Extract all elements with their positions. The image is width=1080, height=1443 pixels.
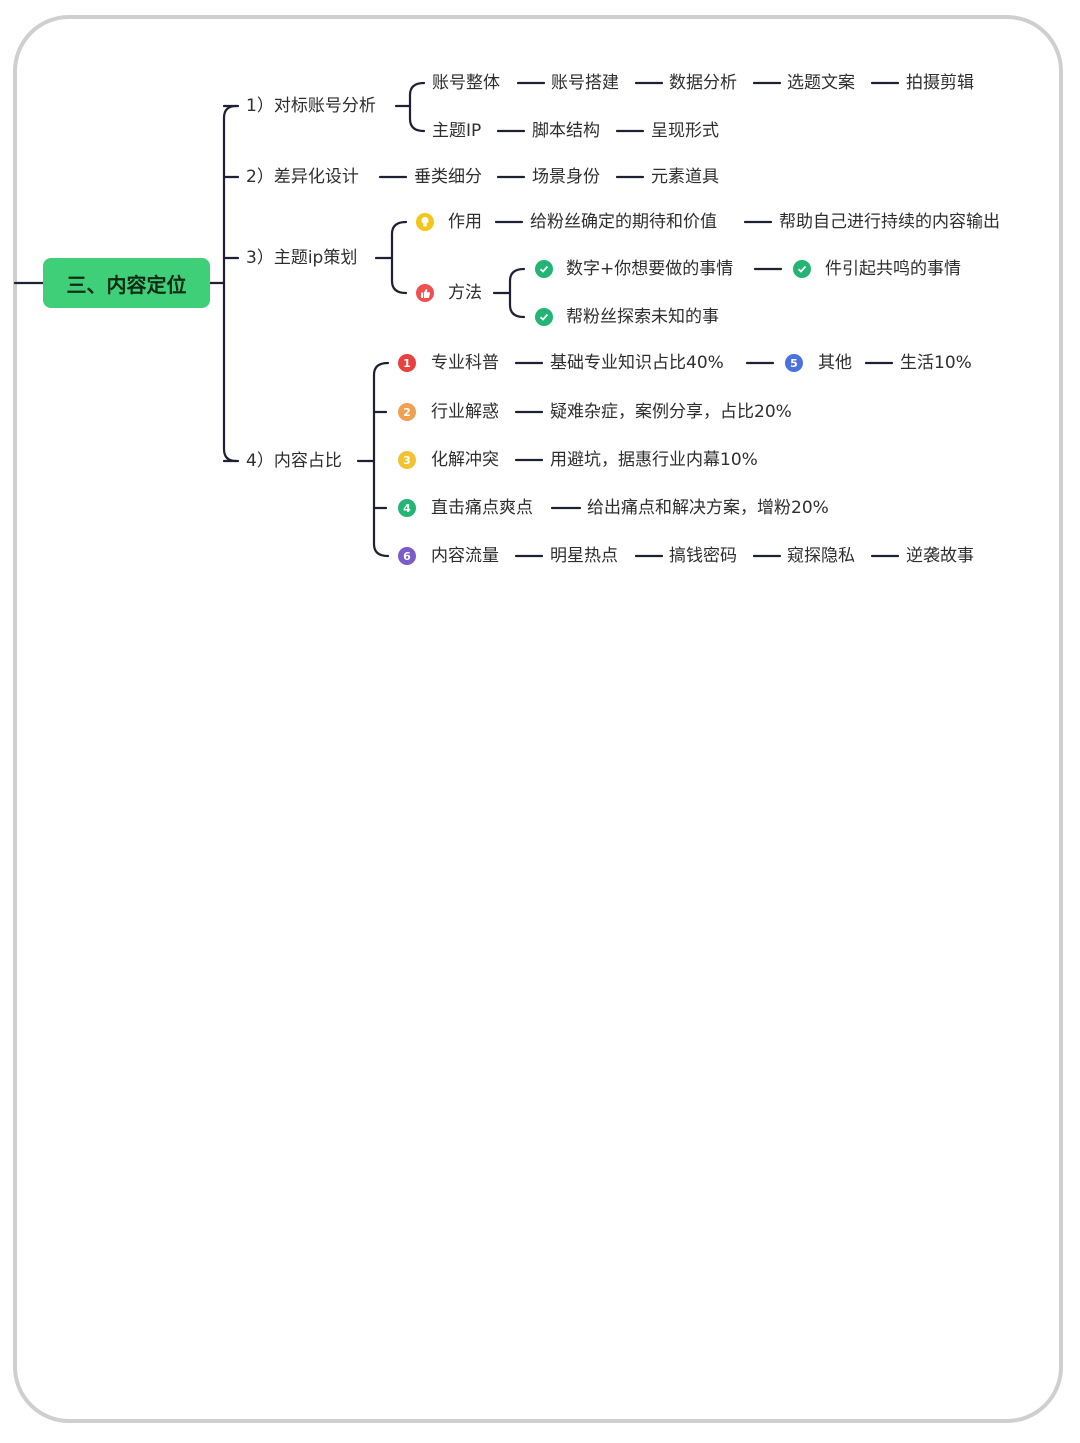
number-6-icon: 6 (398, 547, 416, 565)
branch-4-label[interactable]: 4）内容占比 (246, 451, 342, 471)
b3-node[interactable]: 给粉丝确定的期待和价值 (530, 212, 717, 232)
b4-node[interactable]: 内容流量 (431, 546, 499, 566)
branch-1-label[interactable]: 1）对标账号分析 (246, 96, 376, 116)
b4-node[interactable]: 给出痛点和解决方案，增粉20% (587, 498, 829, 518)
number-1-icon: 1 (398, 354, 416, 372)
number-2-icon: 2 (398, 403, 416, 421)
b4-node[interactable]: 疑难杂症，案例分享，占比20% (550, 402, 792, 422)
number-3-icon: 3 (398, 451, 416, 469)
b4-node[interactable]: 明星热点 (550, 546, 618, 566)
b1-node[interactable]: 数据分析 (669, 73, 737, 93)
check-icon (535, 260, 553, 278)
b3-node[interactable]: 数字+你想要做的事情 (566, 259, 734, 279)
b4-node[interactable]: 逆袭故事 (906, 546, 974, 566)
b1-node[interactable]: 账号搭建 (551, 73, 619, 93)
b1-node[interactable]: 呈现形式 (651, 121, 719, 141)
b1-node[interactable]: 拍摄剪辑 (906, 73, 974, 93)
b4-node[interactable]: 化解冲突 (431, 450, 499, 470)
check-icon (793, 260, 811, 278)
branch-3-label[interactable]: 3）主题ip策划 (246, 248, 358, 268)
b4-node[interactable]: 窥探隐私 (787, 546, 855, 566)
b4-node[interactable]: 行业解惑 (431, 402, 499, 422)
b3-node[interactable]: 件引起共鸣的事情 (825, 259, 961, 279)
thumbs-up-icon (416, 284, 434, 302)
root-node[interactable]: 三、内容定位 (43, 258, 210, 308)
b3-use-label[interactable]: 作用 (448, 212, 482, 232)
b4-node[interactable]: 生活10% (900, 353, 972, 373)
b3-node[interactable]: 帮粉丝探索未知的事 (566, 307, 719, 327)
b4-node[interactable]: 用避坑，据惠行业内幕10% (550, 450, 758, 470)
b4-node[interactable]: 其他 (818, 353, 852, 373)
b1-node[interactable]: 账号整体 (432, 73, 500, 93)
b1-node[interactable]: 主题IP (432, 121, 482, 141)
b3-method-label[interactable]: 方法 (448, 283, 482, 303)
number-4-icon: 4 (398, 499, 416, 517)
b4-node[interactable]: 直击痛点爽点 (431, 498, 533, 518)
b4-node[interactable]: 搞钱密码 (669, 546, 737, 566)
lightbulb-icon (416, 213, 434, 231)
b1-node[interactable]: 选题文案 (787, 73, 855, 93)
b2-node[interactable]: 元素道具 (651, 167, 719, 187)
b1-node[interactable]: 脚本结构 (532, 121, 600, 141)
b4-node[interactable]: 专业科普 (431, 353, 499, 373)
b2-node[interactable]: 场景身份 (532, 167, 600, 187)
b3-node[interactable]: 帮助自己进行持续的内容输出 (779, 212, 1000, 232)
number-5-icon: 5 (785, 354, 803, 372)
b2-node[interactable]: 垂类细分 (414, 167, 482, 187)
page-frame (13, 15, 1063, 1423)
b4-node[interactable]: 基础专业知识占比40% (550, 353, 724, 373)
branch-2-label[interactable]: 2）差异化设计 (246, 167, 359, 187)
check-icon (535, 308, 553, 326)
